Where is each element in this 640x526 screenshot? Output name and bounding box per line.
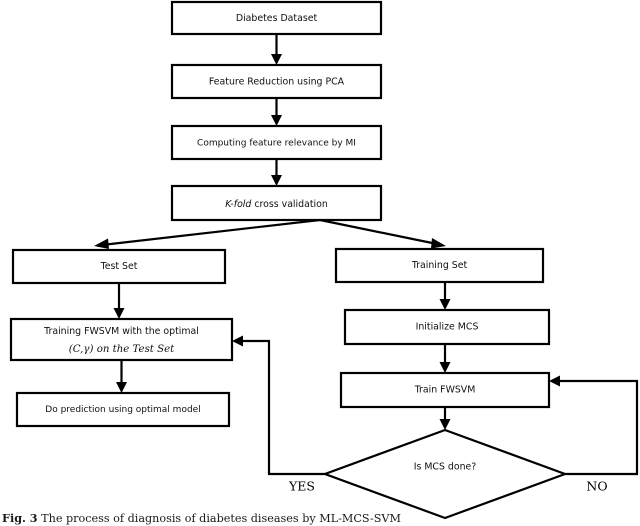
edge-initialize-mcs-to-train-fwsvm bbox=[439, 344, 451, 373]
node-label-is-mcs-done: Is MCS done? bbox=[414, 462, 477, 473]
edge-training-set-to-initialize-mcs bbox=[439, 282, 451, 310]
figure-caption-label: Fig. 3 bbox=[2, 511, 38, 525]
node-label-training-fwsvm-optimal-line1: Training FWSVM with the optimal bbox=[43, 326, 199, 337]
node-label-training-fwsvm-optimal-line2: (C,γ) on the Test Set bbox=[69, 343, 175, 355]
node-label-diabetes-dataset: Diabetes Dataset bbox=[236, 13, 318, 24]
edge-train-fwsvm-to-is-mcs-done bbox=[439, 407, 451, 430]
node-label-training-set: Training Set bbox=[411, 260, 468, 271]
node-do-prediction: Do prediction using optimal model bbox=[15, 391, 231, 428]
node-is-mcs-done: Is MCS done? bbox=[321, 428, 569, 520]
node-kfold-cross-validation: K-fold cross validation bbox=[170, 184, 383, 222]
edge-no-branch bbox=[549, 375, 639, 476]
edge-dataset-to-pca bbox=[271, 34, 282, 65]
edge-yes-branch bbox=[232, 335, 325, 476]
edge-pca-to-mi bbox=[271, 98, 282, 126]
node-initialize-mcs: Initialize MCS bbox=[343, 308, 551, 346]
node-label-computing-feature-relevance-mi: Computing feature relevance by MI bbox=[197, 139, 356, 149]
node-label-initialize-mcs: Initialize MCS bbox=[416, 322, 479, 333]
node-label-kfold-cross-validation: K-fold cross validation bbox=[225, 199, 328, 210]
figure-caption-text: The process of diagnosis of diabetes dis… bbox=[41, 512, 401, 525]
node-diabetes-dataset: Diabetes Dataset bbox=[170, 0, 383, 36]
node-training-set: Training Set bbox=[334, 247, 545, 284]
edge-mi-to-kfold bbox=[271, 159, 282, 186]
node-test-set: Test Set bbox=[11, 248, 227, 285]
node-feature-reduction-pca: Feature Reduction using PCA bbox=[170, 63, 383, 100]
branch-label-no: NO bbox=[586, 479, 607, 494]
edge-test-set-to-training-fwsvm bbox=[113, 283, 125, 319]
edge-kfold-to-training-set bbox=[319, 218, 446, 249]
node-train-fwsvm: Train FWSVM bbox=[339, 371, 551, 409]
figure-caption: Fig. 3 The process of diagnosis of diabe… bbox=[2, 511, 638, 526]
node-label-train-fwsvm: Train FWSVM bbox=[414, 385, 476, 396]
edge-training-fwsvm-to-prediction bbox=[116, 360, 127, 393]
node-label-test-set: Test Set bbox=[100, 261, 138, 272]
node-label-do-prediction: Do prediction using optimal model bbox=[45, 405, 200, 415]
edge-kfold-to-test-set bbox=[94, 218, 321, 249]
node-label-feature-reduction-pca: Feature Reduction using PCA bbox=[209, 77, 345, 88]
node-training-fwsvm-optimal: Training FWSVM with the optimal (C,γ) on… bbox=[9, 317, 234, 362]
node-computing-feature-relevance-mi: Computing feature relevance by MI bbox=[170, 124, 383, 161]
branch-label-yes: YES bbox=[288, 479, 315, 494]
